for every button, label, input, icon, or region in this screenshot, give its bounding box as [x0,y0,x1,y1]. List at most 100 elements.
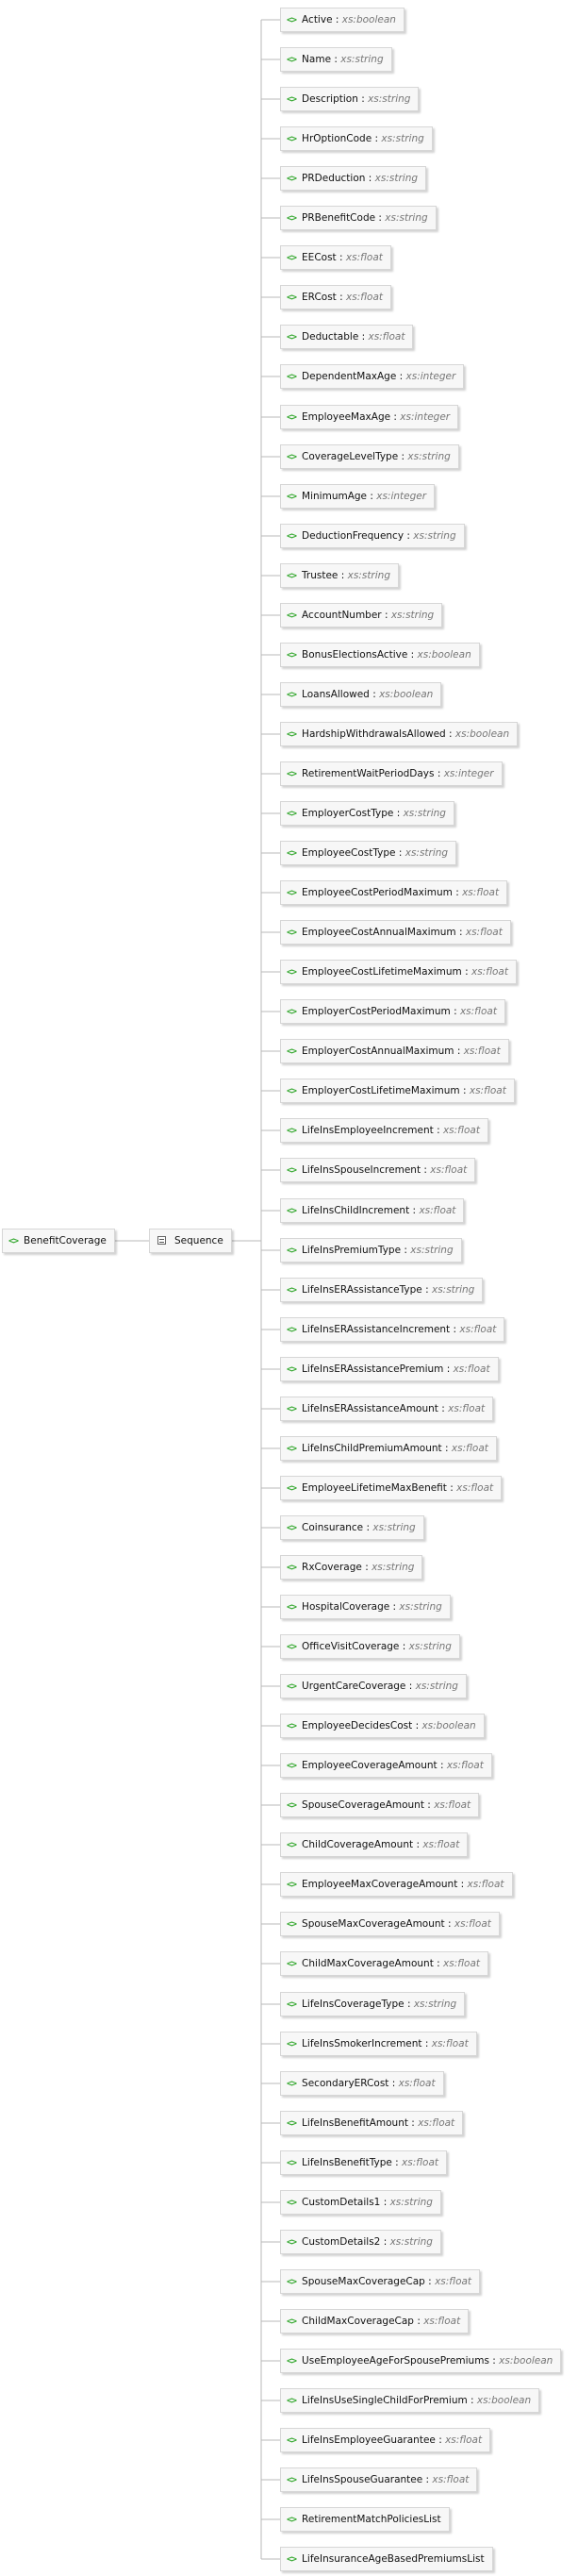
element-type: xs:string [374,173,419,184]
child-element-node[interactable]: <>Description : xs:string [280,87,420,111]
child-element-node[interactable]: <>SpouseMaxCoverageCap : xs:float [280,2269,481,2294]
child-element-node[interactable]: <>SpouseMaxCoverageAmount : xs:float [280,1912,500,1936]
child-element-node[interactable]: <>ChildMaxCoverageAmount : xs:float [280,1951,489,1976]
child-element-node[interactable]: <>LifeInsSpouseGuarantee : xs:float [280,2467,478,2492]
child-element-node[interactable]: <>LifeInsBenefitAmount : xs:float [280,2111,464,2135]
child-element-node[interactable]: <>UseEmployeeAgeForSpousePremiums : xs:b… [280,2349,562,2373]
type-separator: : [434,768,444,779]
element-type: xs:float [462,887,500,898]
element-icon: <> [287,1206,297,1216]
child-element-node[interactable]: <>LifeInsERAssistancePremium : xs:float [280,1357,499,1381]
child-element-node[interactable]: <>BonusElectionsActive : xs:boolean [280,643,480,667]
element-type: xs:string [381,133,424,144]
child-element-node[interactable]: <>CustomDetails2 : xs:string [280,2230,441,2254]
element-type: xs:float [451,1443,488,1454]
element-name: LifeInsPremiumType [302,1245,402,1256]
child-element-node[interactable]: <>LifeInsPremiumType : xs:string [280,1238,462,1263]
child-element-node[interactable]: <>RetirementMatchPoliciesList [280,2507,450,2532]
child-element-node[interactable]: <>AccountNumber : xs:string [280,603,443,627]
child-element-node[interactable]: <>ERCost : xs:float [280,285,391,309]
element-type: xs:float [445,2434,483,2446]
child-element-node[interactable]: <>RxCoverage : xs:string [280,1555,423,1580]
child-element-node[interactable]: <>EmployeeMaxCoverageAmount : xs:float [280,1872,513,1897]
child-element-node[interactable]: <>EmployerCostLifetimeMaximum : xs:float [280,1079,515,1103]
child-element-node[interactable]: <>LifeInsSpouseIncrement : xs:float [280,1158,476,1182]
child-element-node[interactable]: <>Trustee : xs:string [280,563,399,588]
child-element-node[interactable]: <>LoansAllowed : xs:boolean [280,682,442,707]
element-name: DependentMaxAge [302,371,397,382]
element-type: xs:float [456,1482,494,1494]
child-element-node[interactable]: <>LifeInsEmployeeIncrement : xs:float [280,1118,488,1143]
child-element-node[interactable]: <>LifeInsCoverageType : xs:string [280,1992,466,2016]
child-element-node[interactable]: <>Name : xs:string [280,47,392,72]
element-icon: <> [287,1126,297,1136]
child-element-node[interactable]: <>Coinsurance : xs:string [280,1515,424,1540]
child-element-node[interactable]: <>OfficeVisitCoverage : xs:string [280,1634,460,1659]
element-name: LifeInsERAssistanceIncrement [302,1324,451,1335]
child-element-node[interactable]: <>DeductionFrequency : xs:string [280,524,465,548]
type-separator: : [446,1482,457,1494]
sequence-node[interactable]: Sequence [149,1229,232,1253]
child-element-node[interactable]: <>LifeInsEmployeeGuarantee : xs:float [280,2428,491,2452]
child-element-node[interactable]: <>HospitalCoverage : xs:string [280,1595,451,1619]
child-element-node[interactable]: <>EmployeeMaxAge : xs:integer [280,405,459,429]
element-icon: <> [287,690,297,700]
element-type: xs:string [407,451,451,462]
child-element-node[interactable]: <>PRDeduction : xs:string [280,166,427,191]
child-element-node[interactable]: <>MinimumAge : xs:integer [280,484,436,509]
child-element-node[interactable]: <>ChildMaxCoverageCap : xs:float [280,2309,470,2333]
child-element-node[interactable]: <>ChildCoverageAmount : xs:float [280,1832,469,1857]
type-separator: : [450,1324,460,1335]
type-separator: : [444,1918,454,1930]
child-element-node[interactable]: <>LifeInsuranceAgeBasedPremiumsList [280,2547,493,2571]
type-separator: : [388,2078,399,2089]
element-type: xs:float [398,2078,436,2089]
root-element-node[interactable]: <>BenefitCoverage [2,1229,115,1253]
element-name: EmployeeMaxCoverageAmount [302,1879,458,1890]
child-element-node[interactable]: <>EmployerCostType : xs:string [280,801,454,826]
type-separator: : [424,2276,436,2287]
child-element-node[interactable]: <>EmployerCostAnnualMaximum : xs:float [280,1039,509,1063]
child-element-node[interactable]: <>Active : xs:boolean [280,8,405,32]
child-element-node[interactable]: <>RetirementWaitPeriodDays : xs:integer [280,761,503,786]
element-type: xs:float [434,1799,471,1811]
child-element-node[interactable]: <>UrgentCareCoverage : xs:string [280,1674,467,1698]
child-element-node[interactable]: <>LifeInsUseSingleChildForPremium : xs:b… [280,2388,540,2413]
type-separator: : [433,1125,443,1136]
child-element-node[interactable]: <>LifeInsChildPremiumAmount : xs:float [280,1436,497,1461]
type-separator: : [421,1284,432,1296]
child-element-node[interactable]: <>EmployeeCostLifetimeMaximum : xs:float [280,960,517,984]
child-element-node[interactable]: <>PRBenefitCode : xs:string [280,206,437,230]
child-element-node[interactable]: <>CustomDetails1 : xs:string [280,2190,441,2215]
child-element-node[interactable]: <>SecondaryERCost : xs:float [280,2071,444,2096]
child-element-node[interactable]: <>EmployeeCostAnnualMaximum : xs:float [280,920,511,945]
type-separator: : [421,1164,431,1176]
element-type: xs:float [432,2474,470,2485]
child-element-node[interactable]: <>HardshipWithdrawalsAllowed : xs:boolea… [280,722,519,746]
child-element-node[interactable]: <>LifeInsBenefitType : xs:float [280,2150,448,2175]
child-element-node[interactable]: <>HrOptionCode : xs:string [280,126,433,151]
child-element-node[interactable]: <>SpouseCoverageAmount : xs:float [280,1793,480,1817]
child-element-node[interactable]: <>EmployerCostPeriodMaximum : xs:float [280,999,505,1024]
child-element-node[interactable]: <>EmployeeLifetimeMaxBenefit : xs:float [280,1476,503,1500]
element-name: UrgentCareCoverage [302,1681,406,1692]
child-element-node[interactable]: <>LifeInsERAssistanceAmount : xs:float [280,1397,494,1421]
child-element-node[interactable]: <>DependentMaxAge : xs:integer [280,364,465,389]
child-element-node[interactable]: <>EmployeeDecidesCost : xs:boolean [280,1714,485,1738]
element-name: ChildCoverageAmount [302,1839,414,1850]
child-element-node[interactable]: <>EmployeeCostPeriodMaximum : xs:float [280,880,508,905]
child-element-node[interactable]: <>CoverageLevelType : xs:string [280,444,459,469]
type-separator: : [423,1799,435,1811]
child-element-node[interactable]: <>Deductable : xs:float [280,325,414,349]
child-element-node[interactable]: <>EmployeeCoverageAmount : xs:float [280,1753,492,1778]
child-element-node[interactable]: <>LifeInsSmokerIncrement : xs:float [280,2032,477,2056]
child-element-node[interactable]: <>EmployeeCostType : xs:string [280,841,457,865]
child-element-node[interactable]: <>EECost : xs:float [280,245,391,270]
child-element-node[interactable]: <>LifeInsChildIncrement : xs:float [280,1198,465,1223]
child-element-node[interactable]: <>LifeInsERAssistanceType : xs:string [280,1278,484,1302]
child-element-node[interactable]: <>LifeInsERAssistanceIncrement : xs:floa… [280,1317,505,1342]
element-name: CoverageLevelType [302,451,399,462]
element-icon: <> [287,1046,297,1057]
element-type: xs:boolean [379,689,434,700]
type-separator: : [437,1760,447,1771]
